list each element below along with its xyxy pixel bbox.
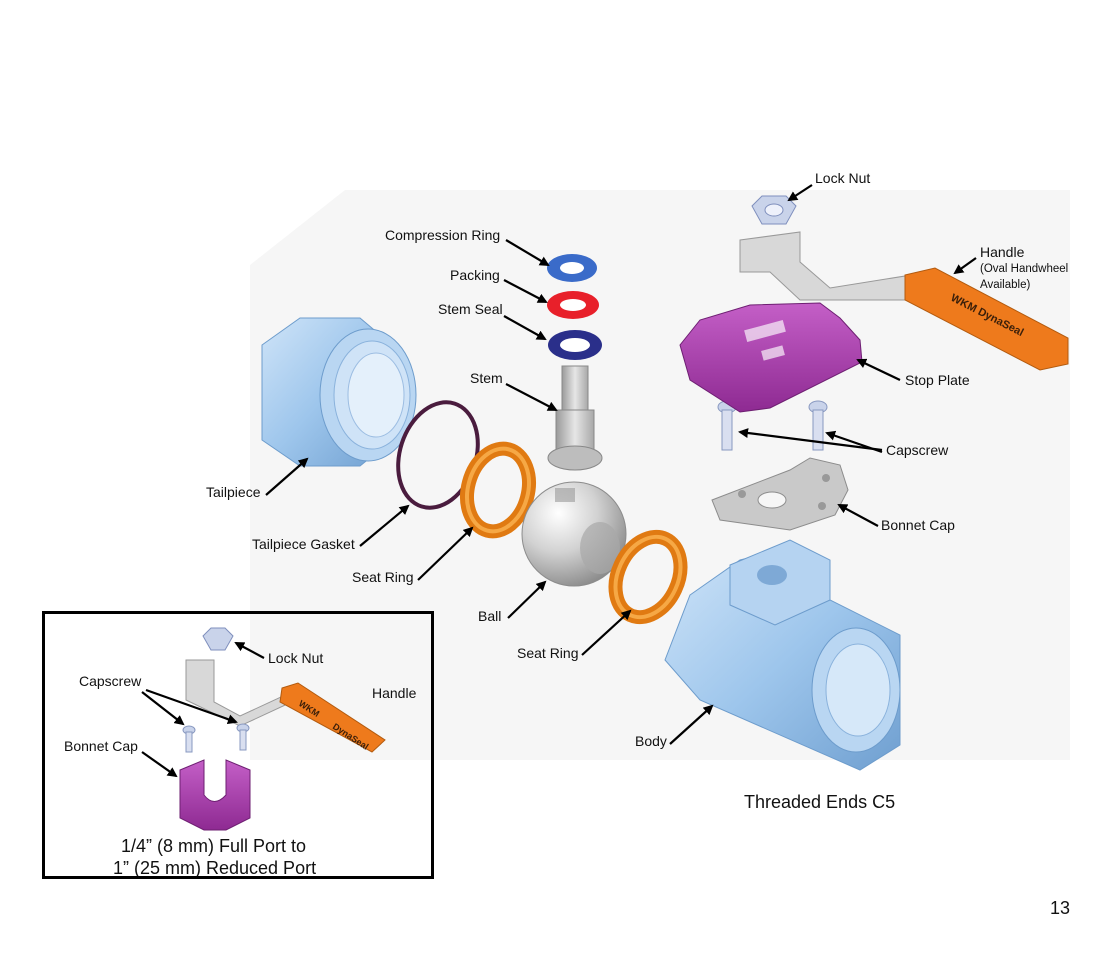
- label-ball: Ball: [478, 608, 501, 624]
- inset-label-handle: Handle: [372, 685, 417, 701]
- inset-caption-line-1: 1/4” (8 mm) Full Port to: [121, 836, 306, 856]
- stem-part: [547, 365, 603, 471]
- inset-arrow-bonnet-cap: [141, 751, 178, 778]
- stem-seal-part: [548, 330, 602, 360]
- label-lock-nut: Lock Nut: [815, 170, 870, 186]
- arrow-packing: [503, 279, 548, 303]
- inset-capscrew-part-1: [182, 725, 196, 753]
- arrow-stop-plate: [856, 358, 901, 381]
- tailpiece-part: [261, 317, 417, 467]
- label-seat-ring-left: Seat Ring: [352, 569, 413, 585]
- arrow-capscrew-2: [825, 430, 883, 454]
- inset-arrow-capscrew-2: [145, 688, 238, 725]
- inset-lock-nut-part: [202, 627, 234, 651]
- arrow-stem: [505, 383, 558, 411]
- arrow-handle: [953, 257, 977, 275]
- label-bonnet-cap: Bonnet Cap: [881, 517, 955, 533]
- arrow-body: [669, 704, 714, 745]
- arrow-stem-seal: [503, 315, 547, 340]
- handle-part: WKM DynaSeal: [739, 231, 1069, 371]
- arrow-compression-ring: [505, 239, 550, 267]
- lock-nut-part: [751, 195, 797, 225]
- inset-arrow-capscrew-1: [141, 691, 185, 726]
- label-stem-seal: Stem Seal: [438, 301, 503, 317]
- arrow-bonnet-cap: [837, 504, 879, 527]
- inset-capscrew-part-2: [236, 723, 250, 751]
- label-stem: Stem: [470, 370, 503, 386]
- label-tailpiece: Tailpiece: [206, 484, 261, 500]
- inset-frame: [42, 611, 434, 879]
- stop-plate-part: [679, 302, 863, 413]
- label-tailpiece-gasket: Tailpiece Gasket: [252, 536, 355, 552]
- label-handle-note-2: Available): [980, 279, 1030, 291]
- label-capscrew: Capscrew: [886, 442, 949, 458]
- inset-arrow-lock-nut: [234, 642, 265, 659]
- capscrew-part-2: [808, 400, 828, 451]
- page-number: 13: [1050, 898, 1071, 918]
- seat-ring-left-part: [460, 441, 536, 539]
- label-stop-plate: Stop Plate: [905, 372, 970, 388]
- inset-bonnet-cap-part: [179, 759, 251, 831]
- arrow-seat-ring-left: [417, 526, 474, 581]
- arrow-seat-ring-right: [581, 609, 632, 656]
- label-compression-ring: Compression Ring: [385, 227, 500, 243]
- packing-part: [547, 291, 599, 319]
- label-seat-ring-right: Seat Ring: [517, 645, 578, 661]
- label-threaded-ends: Threaded Ends C5: [744, 792, 895, 812]
- label-packing: Packing: [450, 267, 500, 283]
- inset-diagram: WKM DynaSeal Lock Nut Capscrew Handle Bo…: [64, 627, 417, 878]
- arrow-tailpiece: [265, 457, 309, 496]
- arrow-lock-nut: [787, 184, 813, 202]
- arrow-capscrew-1: [738, 428, 883, 452]
- ball-part: [521, 481, 627, 587]
- bonnet-cap-part: [711, 457, 849, 531]
- arrow-tailpiece-gasket: [359, 504, 410, 547]
- inset-label-bonnet-cap: Bonnet Cap: [64, 738, 138, 754]
- arrow-ball: [507, 580, 547, 619]
- label-handle-note-1: (Oval Handwheel: [980, 263, 1068, 275]
- inset-label-capscrew: Capscrew: [79, 673, 142, 689]
- label-handle: Handle: [980, 244, 1025, 260]
- inset-handle-grip: [279, 682, 386, 753]
- body-part: [664, 539, 901, 771]
- inset-caption-line-2: 1” (25 mm) Reduced Port: [113, 858, 316, 878]
- inset-label-lock-nut: Lock Nut: [268, 650, 323, 666]
- compression-ring-part: [547, 254, 597, 282]
- label-body: Body: [635, 733, 667, 749]
